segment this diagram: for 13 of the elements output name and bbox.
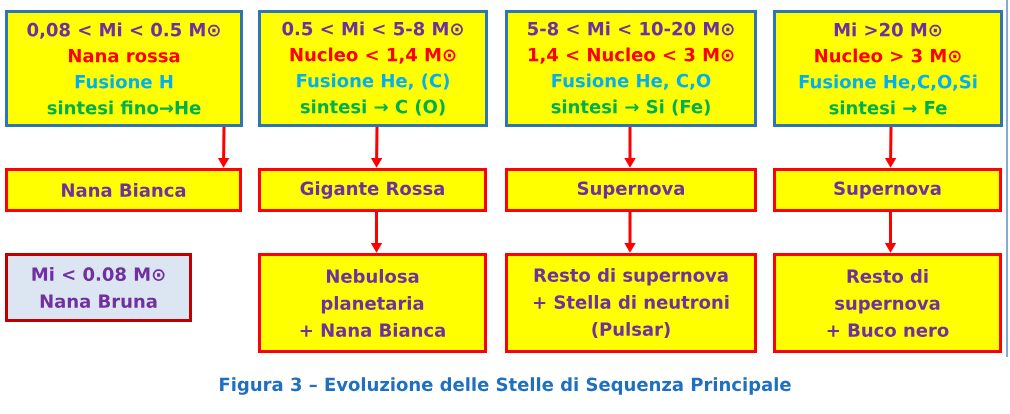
info-box: Mi >20 M⊙ Nucleo > 3 M⊙ Fusione He,C,O,Si sintesi → Fe (773, 10, 1003, 127)
stage-box: Nana Bianca (5, 168, 242, 212)
info-box: 0.5 < Mi < 5-8 M⊙ Nucleo < 1,4 M⊙ Fusione He, (C) sintesi → C (O) (258, 10, 488, 127)
stage-box: Resto di supernova + Stella di neutroni (Pulsar) (505, 253, 757, 353)
stage-box: Gigante Rossa (258, 168, 487, 212)
info-box: 0,08 < Mi < 0.5 M⊙ Nana rossa Fusione H sintesi fino→He (5, 10, 243, 127)
caption: Figura 3 – Evoluzione delle Stelle di Sequenza Principale (220, 377, 791, 395)
info-box: 5-8 < Mi < 10-20 M⊙ 1,4 < Nucleo < 3 M⊙ Fusione He, C,O sintesi → Si (Fe) (505, 10, 757, 127)
stage-box: Nebulosa planetaria + Nana Bianca (258, 253, 487, 353)
info-box: Mi < 0.08 M⊙ Nana Bruna (5, 253, 192, 322)
stage-box: Resto di supernova + Buco nero (773, 253, 1002, 353)
stage-box: Supernova (773, 168, 1002, 212)
stage-box: Supernova (505, 168, 757, 212)
